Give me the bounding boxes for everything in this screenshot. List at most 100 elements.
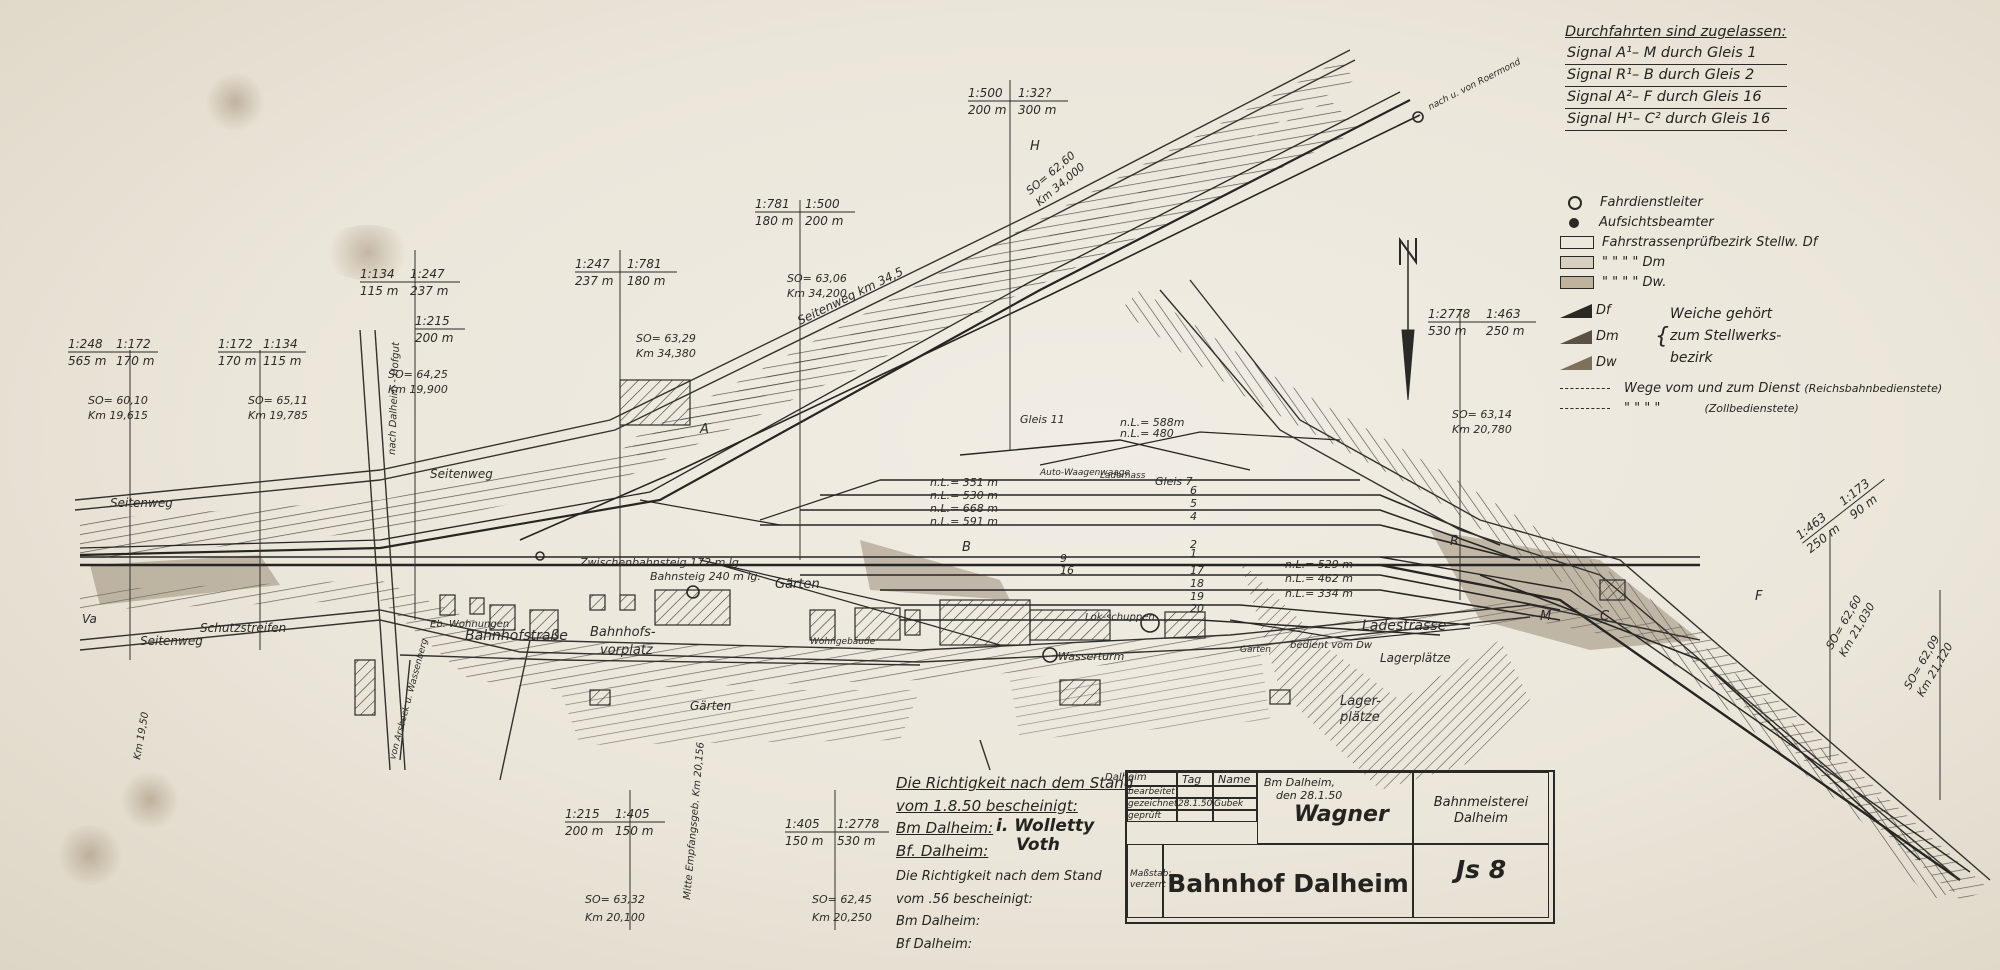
tb-gezeichnet: gezeichnet [1127, 798, 1178, 810]
label-gaerten: Gärten [775, 577, 820, 592]
label-nl591: n.L.= 591 m [930, 515, 998, 528]
paper-stain [55, 825, 125, 885]
weiche-dw-icon [1560, 355, 1592, 370]
fahrdienstleiter-icon [1568, 195, 1582, 210]
weiche-dm-icon [1560, 329, 1592, 344]
svg-text:Km 20,780: Km 20,780 [1452, 423, 1512, 436]
svg-text:115 m: 115 m [263, 354, 301, 368]
legend-wege-note: (Reichsbahnbedienstete) [1804, 382, 1943, 395]
signal-m: M [1540, 609, 1551, 624]
bezirk-dm-icon [1560, 256, 1594, 269]
svg-text:SO= 63,32: SO= 63,32 [585, 893, 645, 906]
km-label: SO= 63,14 Km 20,780 [1452, 408, 1512, 436]
svg-text:1:134: 1:134 [263, 337, 298, 351]
label-bahnhofstrasse: Bahnhofstraße [465, 628, 568, 644]
tb-bm: Bm Dalheim, [1264, 776, 1336, 789]
label-nl529: n.L.= 529 m [1285, 558, 1353, 571]
svg-text:170 m: 170 m [116, 354, 154, 368]
legend-df: Df [1596, 303, 1611, 318]
gleis-20: 20 [1190, 602, 1204, 615]
svg-text:Km 19,615: Km 19,615 [88, 409, 148, 422]
svg-text:200 m: 200 m [805, 214, 843, 228]
cert-bf: Bf Dalheim: [896, 936, 973, 952]
tb-den: den 28.1.50 [1276, 789, 1343, 802]
svg-text:1:2778: 1:2778 [1428, 307, 1471, 321]
svg-text:1:215: 1:215 [565, 807, 600, 821]
paper-stain [320, 225, 415, 280]
tb-bahnmeisterei: Bahnmeisterei [1433, 795, 1529, 810]
svg-text:Km 34,380: Km 34,380 [636, 347, 696, 360]
certification-block: Die Richtigkeit nach dem Stand vom 1.8.5… [896, 772, 1133, 956]
tb-signer: Wagner [1294, 802, 1389, 827]
legend-weiche: Weiche gehört [1670, 306, 1773, 322]
gleis-9: 9 [1060, 552, 1067, 565]
label-nl530: n.L.= 530 m [930, 489, 998, 502]
svg-text:1:172: 1:172 [116, 337, 151, 351]
cert-signature: Voth [1016, 834, 1060, 855]
svg-text:Km 34,200: Km 34,200 [787, 287, 847, 300]
svg-text:1:134: 1:134 [360, 267, 395, 281]
svg-text:Km 20,250: Km 20,250 [812, 911, 872, 924]
label-gaerten: Gärten [690, 699, 731, 713]
label-nl588: n.L.= 588m [1120, 416, 1185, 429]
signal-row: Signal R¹– B durch Gleis 2 [1565, 65, 1787, 87]
north-arrow [1399, 236, 1417, 401]
signal-table-title: Durchfahrten sind zugelassen: [1565, 24, 1787, 40]
label-nl462: n.L.= 462 m [1285, 572, 1353, 585]
svg-text:150 m: 150 m [785, 834, 823, 848]
svg-text:180 m: 180 m [627, 274, 665, 288]
label-lagerplaetze-2: Lager- [1340, 694, 1381, 709]
track-labels: Gleis 11 n.L.= 588m n.L.= 480 Gleis 7 n.… [82, 139, 1763, 626]
svg-text:Km 19,900: Km 19,900 [388, 383, 448, 396]
paper-stain [120, 770, 180, 830]
svg-text:1:248: 1:248 [68, 337, 103, 351]
label-nach-roermond: nach u. von Roermond [1427, 57, 1523, 112]
tb-drafter: Gubek [1213, 798, 1257, 810]
svg-text:200 m: 200 m [415, 331, 453, 345]
label-seitenweg: Seitenweg [140, 634, 203, 648]
label-lagerplaetze: Lagerplätze [1380, 651, 1451, 665]
legend-dm: Dm [1596, 329, 1619, 344]
gleis-4: 4 [1190, 510, 1197, 523]
scale-label: 1:215 200 m [415, 314, 465, 345]
svg-text:237 m: 237 m [575, 274, 613, 288]
legend-fahrdienstleiter: Fahrdienstleiter [1600, 195, 1703, 210]
signal-b: B [962, 540, 971, 555]
svg-text:250 m: 250 m [1486, 324, 1524, 338]
tb-tag: Tag [1177, 772, 1213, 786]
aufsicht-icon [1569, 217, 1579, 228]
signal-f: F [1755, 589, 1763, 604]
signal-h: H [1030, 139, 1040, 154]
signal-c: C [1600, 609, 1610, 624]
signal-row: Signal H¹– C² durch Gleis 16 [1565, 109, 1787, 131]
svg-text:565 m: 565 m [68, 354, 106, 368]
label-seitenweg: Seitenweg [110, 496, 173, 510]
label-zwischenbahnsteig: Zwischenbahnsteig 172 m lg. [579, 556, 742, 569]
svg-text:200 m: 200 m [968, 103, 1006, 117]
label-gleis7: Gleis 7 [1155, 475, 1193, 488]
svg-text:1:32?: 1:32? [1018, 86, 1052, 100]
cert-line: vom 1.8.50 bescheinigt: [896, 796, 1078, 815]
gleis-19: 19 [1190, 590, 1204, 603]
legend-brace: { [1655, 324, 1669, 349]
label-nach-dalheim: nach Dalheim - Hofgut [387, 341, 402, 455]
label-lademass: Lademass [1100, 471, 1146, 481]
label-bahnhofsvorplatz: Bahnhofs- [590, 625, 656, 640]
label-lokschuppen: Lok-schuppen [1085, 612, 1155, 623]
svg-text:SO= 63,14: SO= 63,14 [1452, 408, 1512, 421]
scale-label: 1:248 1:172 565 m 170 m [68, 337, 158, 368]
svg-text:530 m: 530 m [837, 834, 875, 848]
svg-text:1:500: 1:500 [968, 86, 1003, 100]
